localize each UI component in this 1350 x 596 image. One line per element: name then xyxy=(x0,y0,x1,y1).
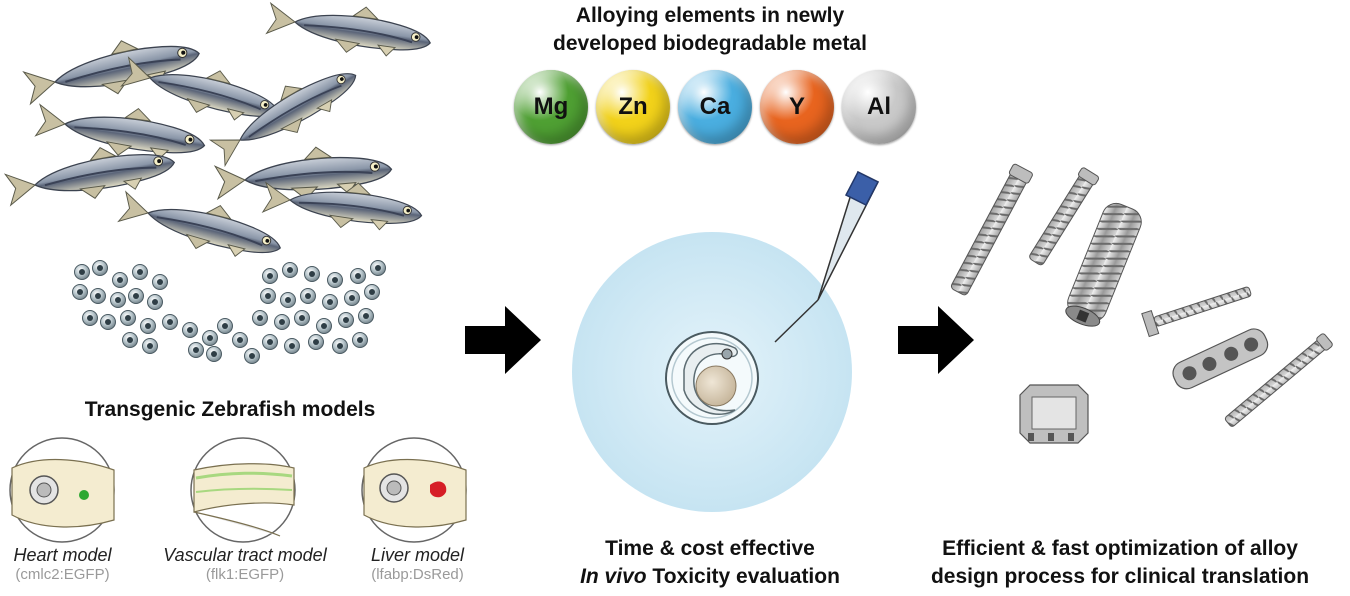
liver-model-caption: Liver model (lfabp:DsRed) xyxy=(355,545,480,583)
liver-model-illustration xyxy=(361,437,467,543)
element-sphere-ca: Ca xyxy=(678,70,752,144)
egg-core xyxy=(193,347,199,353)
egg-core xyxy=(287,267,293,273)
implants xyxy=(950,163,1333,444)
element-sphere-y: Y xyxy=(760,70,834,144)
vascular-model-name: Vascular tract model xyxy=(163,545,327,565)
egg-core xyxy=(267,273,273,279)
egg-core xyxy=(332,277,338,283)
toxicity-caption: Time & cost effective In vivo Toxicity e… xyxy=(540,535,880,591)
egg-core xyxy=(337,343,343,349)
egg-core xyxy=(355,273,361,279)
heart-model-reporter: (cmlc2:EGFP) xyxy=(15,566,110,583)
egg-core xyxy=(133,293,139,299)
egg-core xyxy=(117,277,123,283)
alloy-title: Alloying elements in newly developed bio… xyxy=(495,2,925,58)
petri-dish-embryo xyxy=(572,232,852,512)
egg-core xyxy=(257,315,263,321)
zebrafish-eggs xyxy=(72,260,386,364)
liver-model-reporter: (lfabp:DsRed) xyxy=(371,566,464,583)
egg-core xyxy=(309,271,315,277)
vascular-model-illustration xyxy=(190,437,296,543)
egg-core xyxy=(145,323,151,329)
zebrafish-school xyxy=(2,0,435,270)
optimization-line1: Efficient & fast optimization of alloy xyxy=(942,537,1298,560)
egg-core xyxy=(127,337,133,343)
egg-core xyxy=(157,279,163,285)
egg-core xyxy=(222,323,228,329)
element-sphere-zn: Zn xyxy=(596,70,670,144)
egg-core xyxy=(79,269,85,275)
egg-core xyxy=(147,343,153,349)
egg-core xyxy=(363,313,369,319)
egg-core xyxy=(125,315,131,321)
egg-core xyxy=(211,351,217,357)
egg-core xyxy=(167,319,173,325)
egg-core xyxy=(152,299,158,305)
toxicity-line2: In vivo Toxicity evaluation xyxy=(540,563,880,591)
toxicity-line1: Time & cost effective xyxy=(605,537,815,560)
arrow-to-toxicity xyxy=(465,306,541,374)
egg-core xyxy=(105,319,111,325)
egg-core xyxy=(349,295,355,301)
egg-core xyxy=(267,339,273,345)
egg-core xyxy=(265,293,271,299)
egg-core xyxy=(237,337,243,343)
egg-core xyxy=(97,265,103,271)
egg-core xyxy=(77,289,83,295)
egg-core xyxy=(249,353,255,359)
toxicity-evaluation-text: Toxicity evaluation xyxy=(646,565,840,588)
arrow-to-implants xyxy=(898,306,974,374)
egg-core xyxy=(115,297,121,303)
pipette xyxy=(774,170,880,343)
egg-core xyxy=(343,317,349,323)
heart-model-name: Heart model xyxy=(13,545,112,565)
egg-core xyxy=(375,265,381,271)
element-sphere-al: Al xyxy=(842,70,916,144)
egg-core xyxy=(305,293,311,299)
optimization-line2: design process for clinical translation xyxy=(930,565,1310,588)
egg-core xyxy=(279,319,285,325)
optimization-caption: Efficient & fast optimization of alloy d… xyxy=(895,535,1345,591)
egg-core xyxy=(137,269,143,275)
egg-core xyxy=(313,339,319,345)
egg-core xyxy=(327,299,333,305)
egg-core xyxy=(321,323,327,329)
vascular-model-reporter: (flk1:EGFP) xyxy=(205,566,285,583)
egg-core xyxy=(357,337,363,343)
alloy-title-line1: Alloying elements in newly xyxy=(575,4,845,27)
heart-model-caption: Heart model (cmlc2:EGFP) xyxy=(0,545,125,583)
in-vivo-text: In vivo xyxy=(580,565,647,588)
vascular-model-caption: Vascular tract model (flk1:EGFP) xyxy=(140,545,350,583)
egg-core xyxy=(207,335,213,341)
egg-core xyxy=(87,315,93,321)
heart-model-illustration xyxy=(9,437,115,543)
egg-core xyxy=(187,327,193,333)
egg-core xyxy=(285,297,291,303)
egg-core xyxy=(95,293,101,299)
liver-model-name: Liver model xyxy=(370,545,465,565)
zebrafish-title: Transgenic Zebrafish models xyxy=(84,398,376,421)
egg-core xyxy=(369,289,375,295)
element-sphere-mg: Mg xyxy=(514,70,588,144)
alloy-title-line2: developed biodegradable metal xyxy=(553,32,867,55)
egg-core xyxy=(289,343,295,349)
egg-core xyxy=(299,315,305,321)
